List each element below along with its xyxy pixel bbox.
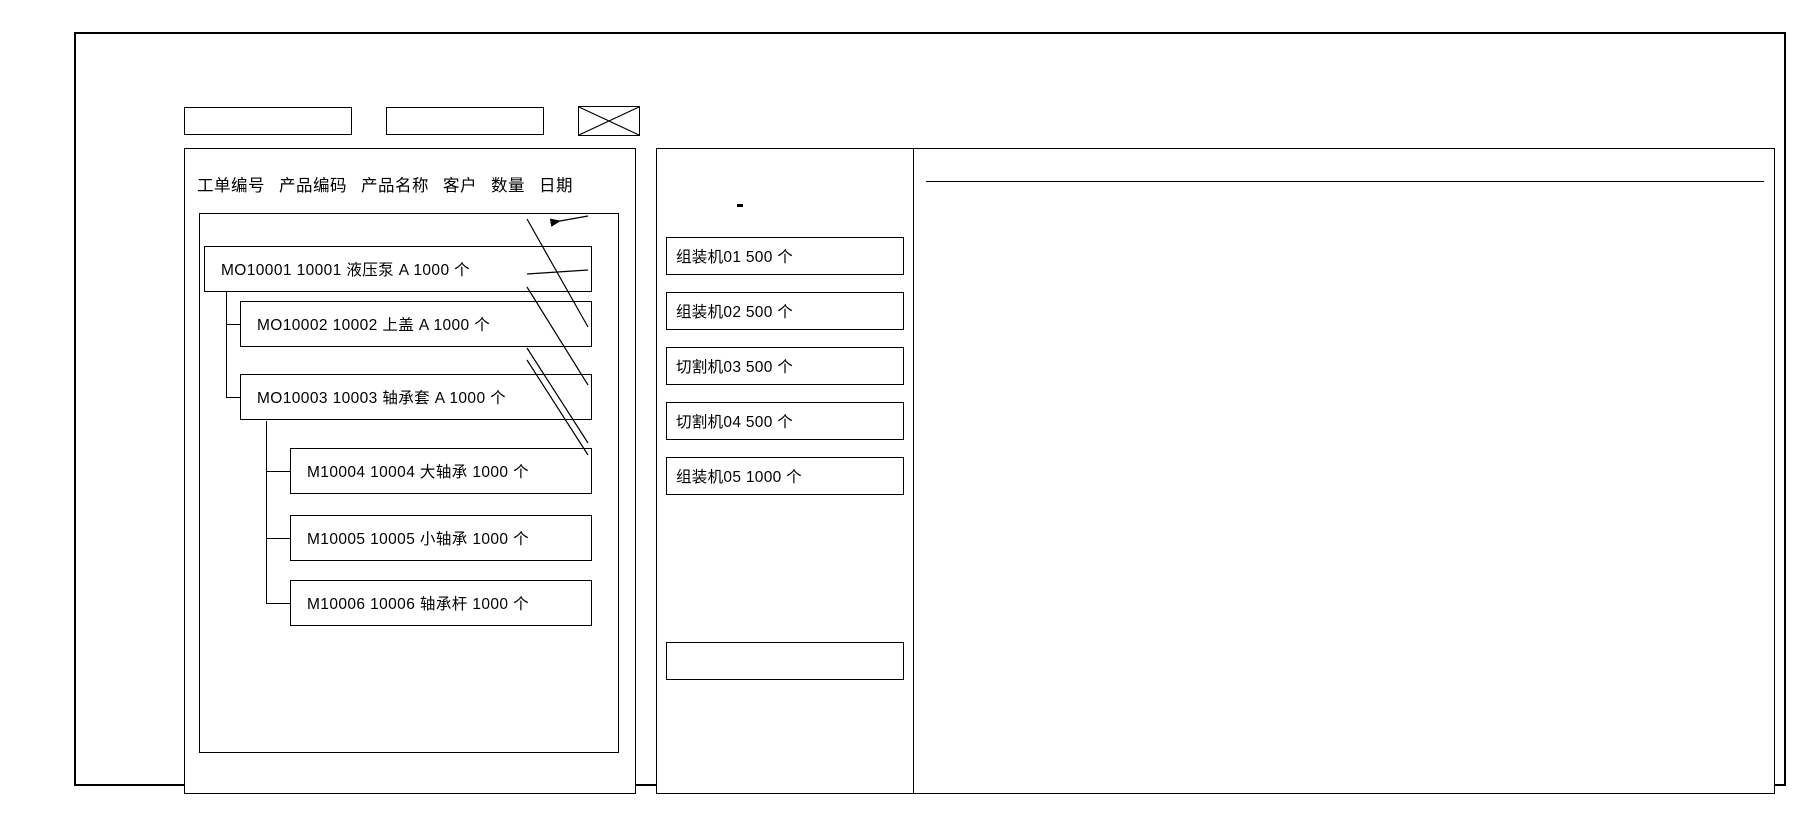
column-header-row: 工单编号 产品编码 产品名称 客户 数量 日期	[197, 171, 629, 197]
column-header-product-code: 产品编码	[279, 177, 347, 195]
tree-connector-vertical-1	[226, 270, 228, 398]
column-header-order-no: 工单编号	[197, 177, 265, 195]
machine-list-item[interactable]: 组装机05 1000 个	[666, 457, 904, 495]
tree-row-text: MO10002 10002 上盖 A 1000 个	[257, 317, 491, 334]
placeholder-cross-icon	[579, 107, 639, 135]
machine-item-text: 切割机03 500 个	[676, 359, 794, 376]
image-placeholder-icon[interactable]	[578, 106, 640, 136]
machine-item-text: 组装机02 500 个	[676, 304, 794, 321]
tree-row-text: M10005 10005 小轴承 1000 个	[307, 531, 530, 548]
application-window: 工单编号 产品编码 产品名称 客户 数量 日期 MO10001 10001 液压…	[74, 32, 1786, 794]
column-header-product-name: 产品名称	[361, 177, 429, 195]
tree-row-level2[interactable]: M10005 10005 小轴承 1000 个	[290, 515, 592, 561]
tree-row-level2[interactable]: M10006 10006 轴承杆 1000 个	[290, 580, 592, 626]
tree-row-level1[interactable]: MO10002 10002 上盖 A 1000 个	[240, 301, 592, 347]
work-order-tree: MO10001 10001 液压泵 A 1000 个 MO10002 10002…	[199, 213, 619, 753]
machine-item-text: 组装机05 1000 个	[676, 469, 802, 486]
tree-row-level1[interactable]: MO10003 10003 轴承套 A 1000 个	[240, 374, 592, 420]
machine-list-item[interactable]: 切割机03 500 个	[666, 347, 904, 385]
tree-row-text: MO10001 10001 液压泵 A 1000 个	[221, 262, 471, 279]
tree-row-level2[interactable]: M10004 10004 大轴承 1000 个	[290, 448, 592, 494]
column-header-quantity: 数量	[491, 177, 525, 195]
tree-connector-horizontal-3	[266, 471, 290, 473]
tree-connector-horizontal-1	[226, 324, 250, 326]
machine-panel: 组装机01 500 个 组装机02 500 个 切割机03 500 个 切割机0…	[656, 148, 914, 794]
tree-connector-horizontal-5	[266, 603, 290, 605]
machine-list-item[interactable]: 切割机04 500 个	[666, 402, 904, 440]
tree-row-text: M10004 10004 大轴承 1000 个	[307, 464, 530, 481]
machine-item-text: 组装机01 500 个	[676, 249, 794, 266]
column-header-customer: 客户	[443, 177, 477, 195]
tree-row-text: MO10003 10003 轴承套 A 1000 个	[257, 390, 507, 407]
toolbar-field-1[interactable]	[184, 107, 352, 135]
work-order-panel: 工单编号 产品编码 产品名称 客户 数量 日期 MO10001 10001 液压…	[184, 148, 636, 794]
machine-item-text: 切割机04 500 个	[676, 414, 794, 431]
tree-row-text: M10006 10006 轴承杆 1000 个	[307, 596, 530, 613]
machine-list-item[interactable]: 组装机02 500 个	[666, 292, 904, 330]
detail-panel	[913, 148, 1775, 794]
tree-row-level0[interactable]: MO10001 10001 液压泵 A 1000 个	[204, 246, 592, 292]
detail-panel-content	[928, 193, 1764, 785]
tree-connector-horizontal-4	[266, 538, 290, 540]
tree-connector-vertical-2	[266, 421, 268, 604]
machine-list-item[interactable]: 组装机01 500 个	[666, 237, 904, 275]
tree-connector-horizontal-2	[226, 397, 250, 399]
machine-empty-slot[interactable]	[666, 642, 904, 680]
machine-list: 组装机01 500 个 组装机02 500 个 切割机03 500 个 切割机0…	[666, 237, 904, 512]
column-header-date: 日期	[539, 177, 573, 195]
toolbar	[184, 106, 640, 136]
detail-panel-divider	[926, 181, 1764, 182]
middle-panel-marker	[737, 204, 743, 207]
toolbar-field-2[interactable]	[386, 107, 544, 135]
